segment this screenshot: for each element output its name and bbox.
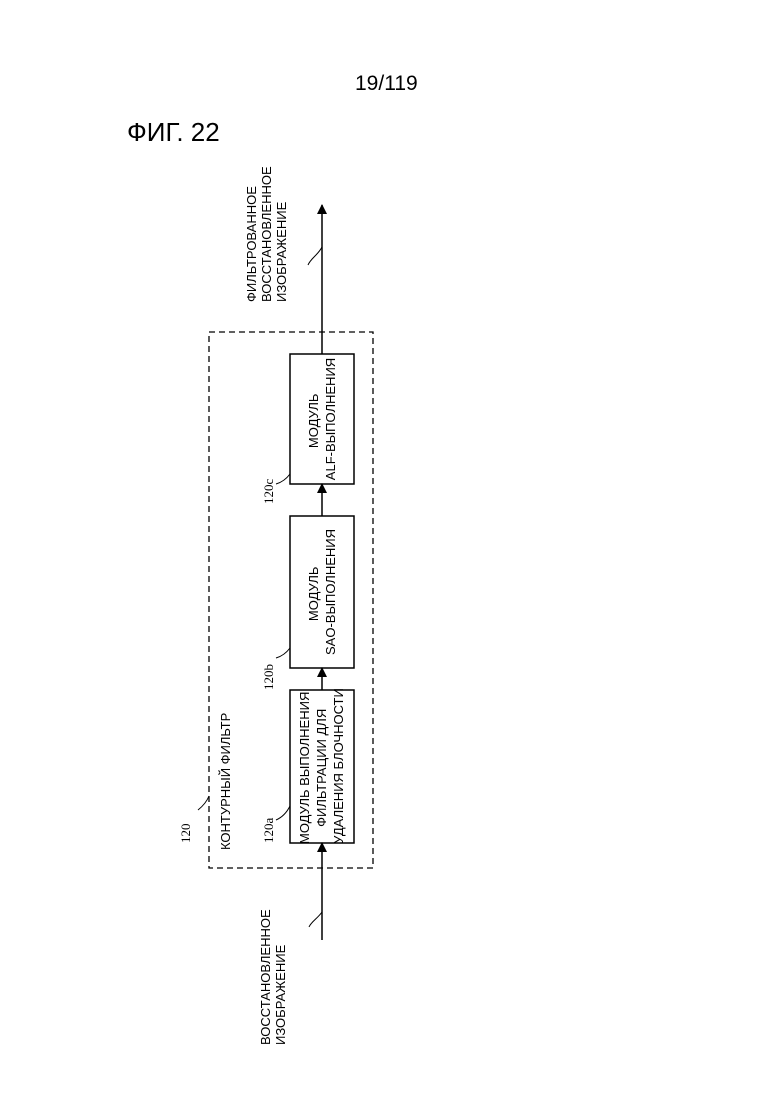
module-text-line: SAO-ВЫПОЛНЕНИЯ bbox=[323, 529, 338, 655]
container-leader bbox=[198, 796, 209, 810]
module-text-line: ALF-ВЫПОЛНЕНИЯ bbox=[323, 358, 338, 480]
module-text-line: МОДУЛЬ bbox=[306, 394, 321, 449]
input-label-line: ВОССТАНОВЛЕННОЕ bbox=[258, 909, 273, 1045]
output-label-line: ФИЛЬТРОВАННОЕ bbox=[244, 186, 259, 302]
container-ref: 120 bbox=[178, 824, 193, 844]
module-text-line: ФИЛЬТРАЦИИ ДЛЯ bbox=[314, 709, 329, 827]
module-text-line: УДАЛЕНИЯ БЛОЧНОСТИ bbox=[331, 688, 346, 844]
input-label-line: ИЗОБРАЖЕНИЕ bbox=[273, 944, 288, 1045]
module-box-alf bbox=[290, 354, 354, 484]
input-leader bbox=[309, 912, 322, 927]
output-label-line: ВОССТАНОВЛЕННОЕ bbox=[259, 166, 274, 302]
module-text-line: МОДУЛЬ bbox=[306, 567, 321, 622]
module-box-sao bbox=[290, 516, 354, 668]
container-label: КОНТУРНЫЙ ФИЛЬТР bbox=[218, 713, 233, 850]
module-text-line: МОДУЛЬ ВЫПОЛНЕНИЯ bbox=[297, 692, 312, 844]
module-a-leader bbox=[276, 806, 290, 820]
output-leader bbox=[308, 247, 322, 265]
module-ref-alf: 120c bbox=[261, 479, 276, 505]
module-ref-deblocking: 120a bbox=[261, 818, 276, 844]
output-label-line: ИЗОБРАЖЕНИЕ bbox=[274, 201, 289, 302]
input-label: ВОССТАНОВЛЕННОЕ ИЗОБРАЖЕНИЕ bbox=[258, 906, 288, 1045]
output-label: ФИЛЬТРОВАННОЕ ВОССТАНОВЛЕННОЕ ИЗОБРАЖЕНИ… bbox=[244, 163, 289, 302]
module-ref-sao: 120b bbox=[261, 664, 276, 690]
module-b-leader bbox=[276, 648, 290, 658]
module-text-deblocking: МОДУЛЬ ВЫПОЛНЕНИЯ ФИЛЬТРАЦИИ ДЛЯ УДАЛЕНИ… bbox=[297, 688, 346, 844]
module-c-leader bbox=[276, 474, 290, 484]
